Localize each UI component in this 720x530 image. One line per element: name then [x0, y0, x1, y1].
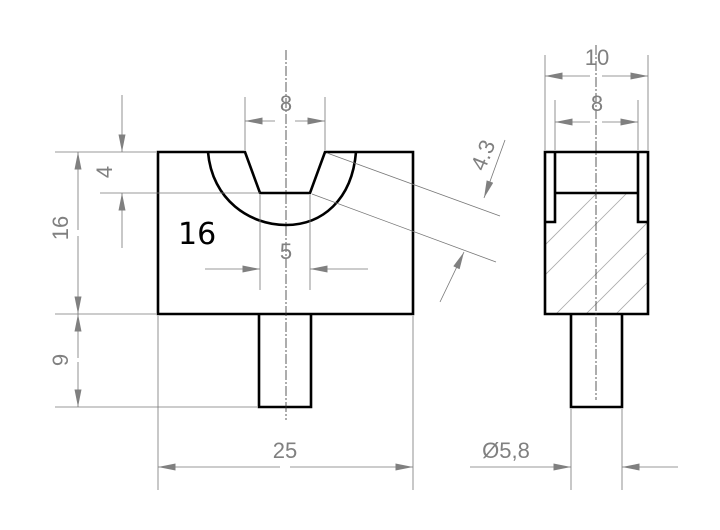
svg-text:9: 9: [48, 354, 73, 366]
groove-trapezoid: [208, 150, 356, 195]
side-left-slot: [545, 152, 557, 224]
svg-text:10: 10: [585, 45, 609, 70]
front-view: 16: [156, 50, 415, 420]
dimension-groove-slant: 4.3: [311, 136, 506, 303]
section-hatch: [545, 193, 648, 314]
dimension-stem-length: 9: [48, 314, 257, 408]
dimension-body-width: 25: [157, 316, 414, 490]
dimension-groove-bottom-width: 5: [205, 195, 368, 290]
svg-text:Ø5,8: Ø5,8: [482, 438, 530, 463]
side-stem: [569, 314, 624, 409]
svg-text:8: 8: [591, 91, 603, 116]
dimension-stem-diameter: Ø5,8: [470, 409, 678, 490]
svg-text:16: 16: [48, 216, 73, 240]
dimension-side-width: 10: [544, 45, 649, 150]
dimension-groove-depth: 4: [55, 95, 260, 248]
side-right-slot: [636, 152, 648, 224]
svg-text:4.3: 4.3: [466, 136, 501, 174]
front-body-outline: [156, 150, 415, 316]
side-view: [543, 45, 650, 409]
side-body-outline: [543, 150, 650, 316]
dimension-side-inner-width: 8: [554, 91, 639, 150]
dimension-groove-top-width: 8: [244, 91, 326, 150]
svg-text:25: 25: [273, 438, 297, 463]
svg-text:4: 4: [92, 166, 117, 178]
dimension-body-height: 16: [48, 152, 156, 315]
groove-arc: [206, 151, 358, 227]
svg-text:8: 8: [280, 91, 292, 116]
svg-text:5: 5: [280, 239, 292, 264]
front-stem: [257, 314, 313, 409]
part-label: 16: [178, 217, 216, 252]
